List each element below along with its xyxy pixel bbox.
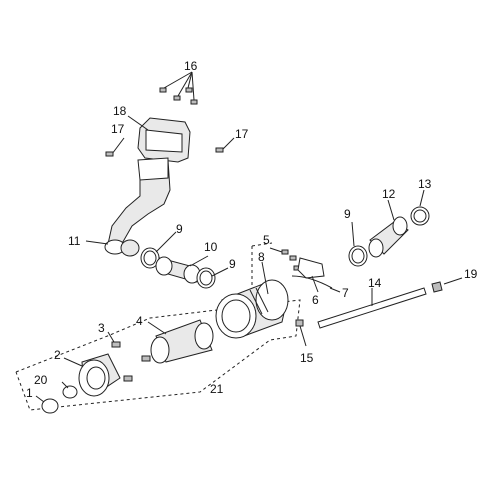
- breather-tube-14: [317, 287, 427, 329]
- clamp-13: [410, 189, 430, 226]
- callout-21: 21: [210, 382, 224, 396]
- clamp-9-right: [348, 221, 368, 267]
- filter-element-4: [141, 319, 214, 364]
- airbox-cover-18: [127, 115, 191, 163]
- callout-4: 4: [136, 314, 143, 328]
- callout-14: 14: [368, 276, 382, 290]
- group-outline-21: [15, 242, 301, 411]
- callout-9-right: 9: [344, 207, 351, 221]
- bracket-5: [269, 247, 301, 271]
- hose-10: [155, 255, 209, 284]
- callout-10: 10: [204, 240, 218, 254]
- oring-7: [291, 275, 341, 293]
- callout-19: 19: [464, 267, 478, 281]
- callout-9-middle: 9: [229, 257, 236, 271]
- clip-3: [107, 331, 133, 382]
- callout-15: 15: [300, 351, 314, 365]
- bolt-15: [295, 319, 307, 347]
- clamp-9-left: [140, 231, 177, 269]
- callout-18: 18: [113, 104, 127, 118]
- screw-set-16: [159, 71, 198, 105]
- callout-16: 16: [184, 59, 198, 73]
- filter-housing-8: [215, 261, 289, 339]
- callout-12: 12: [382, 187, 396, 201]
- ring-1: [35, 395, 59, 414]
- hose-12: [368, 199, 409, 258]
- callout-5: 5: [263, 233, 270, 247]
- callout-1: 1: [26, 386, 33, 400]
- end-cap-2: [63, 353, 121, 397]
- callout-17-right: 17: [235, 127, 249, 141]
- callout-7: 7: [342, 286, 349, 300]
- callout-17-left: 17: [111, 122, 125, 136]
- intake-duct-11: [85, 157, 171, 257]
- callout-13: 13: [418, 177, 432, 191]
- screw-17-left: [105, 137, 125, 157]
- callout-20: 20: [34, 373, 48, 387]
- clip-19: [431, 277, 463, 293]
- callout-11: 11: [68, 234, 81, 248]
- callout-8: 8: [258, 250, 265, 264]
- ring-20: [61, 381, 78, 399]
- callout-2: 2: [54, 348, 61, 362]
- clamp-9-middle: [196, 267, 229, 289]
- callout-9-left: 9: [176, 222, 183, 236]
- callout-6: 6: [312, 293, 319, 307]
- screw-17-right: [215, 137, 235, 153]
- callout-labels: 16 18 17 17 11 9 10 9 5 8 6 7 9 12 13 14…: [26, 59, 478, 400]
- callout-3: 3: [98, 321, 105, 335]
- plate-6: [297, 257, 325, 293]
